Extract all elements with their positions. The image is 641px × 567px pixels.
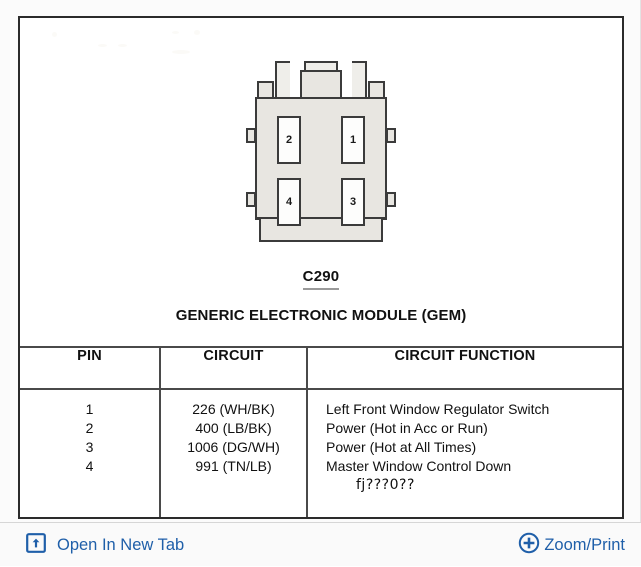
pin-value-3: 3	[85, 439, 94, 455]
cavity-4: 4	[277, 178, 301, 226]
connector-body	[255, 97, 387, 220]
pin-value-2: 2	[85, 420, 94, 436]
pin-table: PIN CIRCUIT CIRCUIT FUNCTION 1 2 3 4	[20, 348, 622, 517]
cavity-1: 1	[341, 116, 365, 164]
connector-tab-right-top-icon	[386, 128, 396, 143]
circuit-column: 226 (WH/BK) 400 (LB/BK) 1006 (DG/WH) 991…	[160, 389, 308, 517]
latch-foot-left-icon	[257, 81, 274, 100]
connector-diagram-area: 2 1 4 3 C290 GENERIC ELECTRONIC MODULE (…	[20, 18, 622, 346]
cavity-3: 3	[341, 178, 365, 226]
latch-hook-right-icon	[352, 61, 367, 100]
connector-name: GENERIC ELECTRONIC MODULE (GEM)	[175, 306, 467, 324]
table-header-pin: PIN	[20, 348, 161, 390]
function-extra-line: fj???0??	[356, 477, 415, 493]
connector-document-card: 2 1 4 3 C290 GENERIC ELECTRONIC MODULE (…	[18, 16, 624, 519]
zoom-in-circle-icon	[518, 532, 540, 559]
connector-illustration: 2 1 4 3	[246, 56, 396, 242]
pin-column: 1 2 3 4	[20, 389, 161, 517]
latch-foot-right-icon	[368, 81, 385, 100]
latch-hook-left-icon	[275, 61, 290, 100]
circuit-value-4: 991 (TN/LB)	[195, 458, 272, 474]
connector-tab-left-bottom-icon	[246, 192, 256, 207]
circuit-value-1: 226 (WH/BK)	[192, 401, 275, 417]
bottom-toolbar: Open In New Tab Zoom/Print	[0, 522, 641, 566]
pin-table-wrapper: PIN CIRCUIT CIRCUIT FUNCTION 1 2 3 4	[20, 346, 622, 517]
table-header-circuit-function: CIRCUIT FUNCTION	[307, 348, 622, 390]
function-value-1: Left Front Window Regulator Switch	[326, 401, 550, 417]
circuit-value-3: 1006 (DG/WH)	[187, 439, 280, 455]
pin-value-1: 1	[85, 401, 94, 417]
connector-tab-right-bottom-icon	[386, 192, 396, 207]
circuit-value-2: 400 (LB/BK)	[195, 420, 272, 436]
open-in-new-tab-label: Open In New Tab	[57, 535, 185, 554]
latch-center-icon	[300, 70, 342, 100]
connector-code: C290	[302, 268, 340, 290]
function-value-3: Power (Hot at All Times)	[326, 439, 477, 455]
zoom-print-button[interactable]: Zoom/Print	[518, 523, 625, 567]
table-header-circuit: CIRCUIT	[160, 348, 308, 390]
circuit-function-column: Left Front Window Regulator Switch Power…	[307, 389, 622, 517]
table-row: 1 2 3 4 226 (WH/BK) 400 (LB/BK) 1006 (DG…	[20, 389, 622, 517]
table-header-row: PIN CIRCUIT CIRCUIT FUNCTION	[20, 348, 622, 390]
function-value-4: Master Window Control Down	[326, 458, 512, 474]
zoom-print-label: Zoom/Print	[544, 535, 625, 554]
pin-value-4: 4	[85, 458, 94, 474]
cavity-2: 2	[277, 116, 301, 164]
connector-tab-left-top-icon	[246, 128, 256, 143]
function-value-2: Power (Hot in Acc or Run)	[326, 420, 488, 436]
connector-caption-block: C290 GENERIC ELECTRONIC MODULE (GEM)	[20, 268, 622, 324]
open-in-new-tab-icon	[26, 532, 46, 558]
open-in-new-tab-button[interactable]: Open In New Tab	[26, 523, 184, 567]
